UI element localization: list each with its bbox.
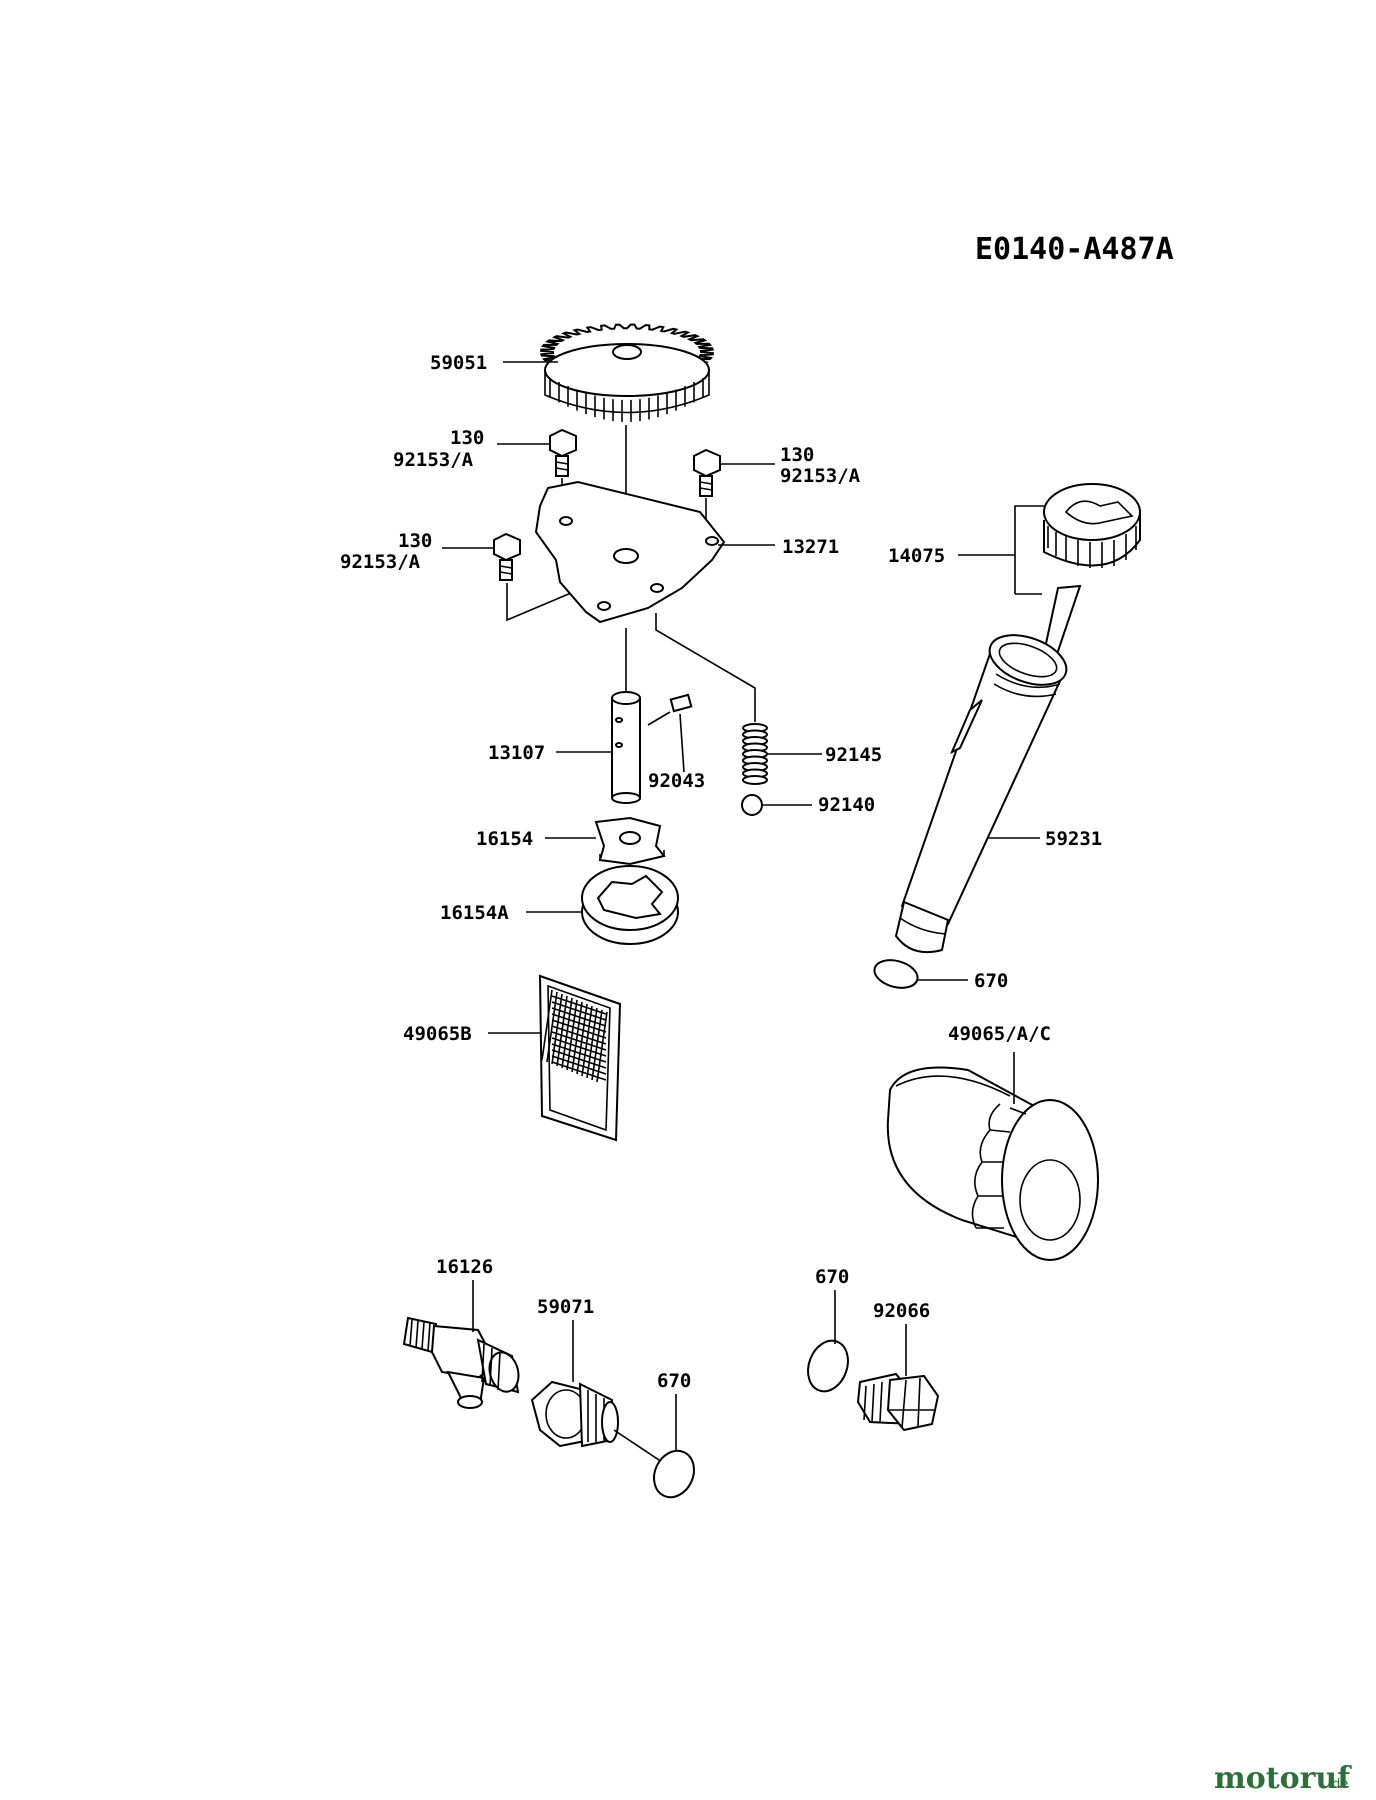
switch-59071[interactable] (530, 1380, 619, 1448)
label-49065B: 49065B (403, 1023, 472, 1045)
label-92066: 92066 (873, 1300, 930, 1322)
inner-rotor-16154[interactable] (594, 816, 666, 866)
label-59231: 59231 (1045, 828, 1102, 850)
fitting-16126[interactable] (402, 1316, 523, 1409)
dipstick-14075[interactable] (1040, 483, 1141, 664)
label-49065-a-c: 49065/A/C (948, 1023, 1051, 1045)
label-92145: 92145 (825, 744, 882, 766)
label-14075: 14075 (888, 545, 945, 567)
watermark-tld: .de (1328, 1777, 1348, 1792)
ball-92140[interactable] (741, 794, 763, 816)
oring-670-switch[interactable] (647, 1444, 702, 1504)
screen-mesh-line (551, 1019, 607, 1039)
label-16126: 16126 (436, 1256, 493, 1278)
screen-mesh-line (551, 1037, 607, 1057)
watermark-logo: motoruf .de (1214, 1761, 1352, 1796)
label-bolt-a-part: 92153/A (393, 449, 474, 471)
bolt-left-mid[interactable] (493, 532, 521, 581)
screen-mesh-line (566, 999, 578, 1071)
oring-670-tube[interactable] (871, 956, 920, 993)
label-59071: 59071 (537, 1296, 594, 1318)
bolt-right-top[interactable] (693, 448, 721, 497)
label-92140: 92140 (818, 794, 875, 816)
screen-mesh-line (551, 1007, 607, 1027)
label-bolt-a-qty: 130 (450, 427, 484, 449)
screen-mesh-line (581, 1005, 593, 1077)
diagram-code: E0140-A487A (975, 232, 1174, 267)
screen-mesh-line (556, 995, 568, 1067)
screen-mesh-line (596, 1011, 608, 1083)
spring-92145[interactable] (742, 723, 768, 785)
filler-tube-59231[interactable] (894, 626, 1073, 954)
label-670-switch: 670 (657, 1370, 691, 1392)
screen-mesh-line (541, 989, 553, 1061)
spring-coil (742, 775, 768, 785)
outer-rotor-16154A[interactable] (581, 865, 679, 945)
label-16154A: 16154A (440, 902, 509, 924)
label-13107: 13107 (488, 742, 545, 764)
screen-mesh-line (571, 1001, 583, 1073)
screen-mesh-line (551, 1055, 607, 1075)
label-bolt-c-part: 92153/A (340, 551, 421, 573)
label-59051: 59051 (430, 352, 487, 374)
label-670-tube: 670 (974, 970, 1008, 992)
watermark-brand: motoruf (1214, 1761, 1352, 1796)
oil-filter-49065[interactable] (886, 1066, 1099, 1261)
pin-92043[interactable] (669, 693, 693, 713)
screen-mesh-line (576, 1003, 588, 1075)
screen-49065B[interactable] (538, 974, 622, 1142)
screen-mesh-line (551, 1049, 607, 1069)
label-13271: 13271 (782, 536, 839, 558)
gear-59051[interactable] (539, 323, 715, 422)
plate-13271[interactable] (534, 480, 726, 624)
screen-mesh-line (591, 1009, 603, 1081)
screen-mesh-line (586, 1007, 598, 1079)
screen-mesh-line (551, 993, 563, 1065)
label-92043: 92043 (648, 770, 705, 792)
screen-mesh-line (551, 1061, 607, 1081)
label-bolt-c-qty: 130 (398, 530, 432, 552)
shaft-13107[interactable] (611, 691, 641, 804)
bolt-left-top[interactable] (549, 428, 577, 477)
label-670-plug: 670 (815, 1266, 849, 1288)
label-bolt-b-part: 92153/A (780, 465, 861, 487)
screen-mesh-line (561, 997, 573, 1069)
screen-mesh-line (551, 1043, 607, 1063)
oring-670-plug[interactable] (801, 1335, 854, 1397)
drain-plug-92066[interactable] (856, 1372, 940, 1432)
label-bolt-b-qty: 130 (780, 444, 814, 466)
label-16154: 16154 (476, 828, 533, 850)
